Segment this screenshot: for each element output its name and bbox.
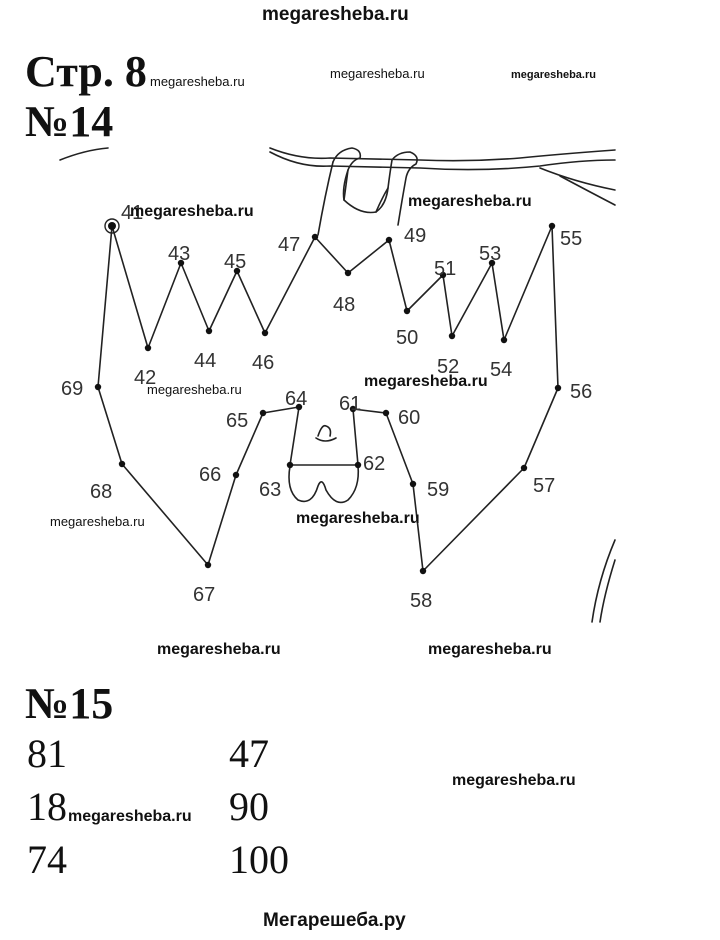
dot-label-46: 46 <box>252 352 274 374</box>
dot-label-42: 42 <box>134 367 156 389</box>
dot-label-69: 69 <box>61 378 83 400</box>
dot-label-47: 47 <box>278 234 300 256</box>
dot-44 <box>205 327 213 335</box>
dot-68 <box>118 460 126 468</box>
connected-dot-outline <box>97 225 559 572</box>
answer-left-1: 81 <box>27 731 67 776</box>
bat-sketch <box>59 147 616 623</box>
dot-50 <box>403 307 411 315</box>
dot-label-44: 44 <box>194 350 216 372</box>
answer-left-3: 74 <box>27 837 67 882</box>
dot-52 <box>448 332 456 340</box>
dot-label-64: 64 <box>285 388 307 410</box>
dot-48 <box>344 269 352 277</box>
dot-66 <box>232 471 240 479</box>
answer-right-1: 47 <box>229 731 269 776</box>
dot-label-67: 67 <box>193 584 215 606</box>
dot-60 <box>382 409 390 417</box>
dot-55 <box>548 222 556 230</box>
watermark-after-page: megaresheba.ru <box>150 74 245 89</box>
dot-label-55: 55 <box>560 228 582 250</box>
dot-label-48: 48 <box>333 294 355 316</box>
task-15-number: №15 <box>25 679 114 728</box>
dot-41 <box>108 222 116 230</box>
watermark-below-figure-left: megaresheba.ru <box>157 641 281 658</box>
dot-43 <box>177 259 185 267</box>
watermark-figure-upper-left: megaresheba.ru <box>130 203 254 220</box>
dot-label-61: 61 <box>339 393 361 415</box>
dot-57 <box>520 464 528 472</box>
dot-59 <box>409 480 417 488</box>
dot-label-53: 53 <box>479 243 501 265</box>
watermark-answers-right: megaresheba.ru <box>452 772 576 789</box>
watermark-answers-overlap: megaresheba.ru <box>68 808 192 825</box>
dot-56 <box>554 384 562 392</box>
dot-label-57: 57 <box>533 475 555 497</box>
dot-67 <box>204 561 212 569</box>
dot-54 <box>500 336 508 344</box>
dot-label-58: 58 <box>410 590 432 612</box>
watermark-figure-upper-right: megaresheba.ru <box>408 193 532 210</box>
dot-label-59: 59 <box>427 479 449 501</box>
dot-label-43: 43 <box>168 243 190 265</box>
dot-62 <box>354 461 362 469</box>
dot-label-63: 63 <box>259 479 281 501</box>
dot-46 <box>261 329 269 337</box>
dot-label-68: 68 <box>90 481 112 503</box>
dot-label-50: 50 <box>396 327 418 349</box>
dot-label-60: 60 <box>398 407 420 429</box>
dot-path <box>97 225 559 572</box>
dot-45 <box>233 267 241 275</box>
watermark-figure-mid-left: megaresheba.ru <box>147 382 242 397</box>
dot-64 <box>295 403 303 411</box>
dot-markers <box>94 218 562 575</box>
dot-47 <box>311 233 319 241</box>
dot-65 <box>259 409 267 417</box>
dot-label-65: 65 <box>226 410 248 432</box>
watermark-top: megaresheba.ru <box>262 4 409 25</box>
dot-label-52: 52 <box>437 356 459 378</box>
dot-label-66: 66 <box>199 464 221 486</box>
start-dot-ring <box>104 218 120 234</box>
answer-left-2: 18 <box>27 784 67 829</box>
watermark-below-figure-right: megaresheba.ru <box>428 641 552 658</box>
dot-42 <box>144 344 152 352</box>
dot-label-62: 62 <box>363 453 385 475</box>
task-14-number: №14 <box>25 97 114 146</box>
dot-58 <box>419 567 427 575</box>
answer-right-2: 90 <box>229 784 269 829</box>
dot-51 <box>439 271 447 279</box>
dot-69 <box>94 383 102 391</box>
page-label: Стр. 8 <box>25 47 147 96</box>
dot-label-45: 45 <box>224 251 246 273</box>
dot-49 <box>385 236 393 244</box>
watermark-figure-lower-left: megaresheba.ru <box>50 514 145 529</box>
dot-61 <box>349 405 357 413</box>
footer-site-name: Мегарешеба.ру <box>263 910 406 931</box>
watermark-header-right: megaresheba.ru <box>511 69 596 81</box>
dot-label-51: 51 <box>434 258 456 280</box>
dot-label-56: 56 <box>570 381 592 403</box>
bat-connect-the-dots-figure: 41 42 43 44 45 46 47 48 49 50 51 52 53 54 55 56 57 58 59 60… <box>59 147 616 623</box>
answer-right-3: 100 <box>229 837 289 882</box>
dot-label-41: 41 <box>121 202 143 224</box>
watermark-figure-lower-mid: megaresheba.ru <box>296 510 420 527</box>
dot-label-49: 49 <box>404 225 426 247</box>
dot-53 <box>488 259 496 267</box>
dot-label-54: 54 <box>490 359 512 381</box>
watermark-figure-mid-right: megaresheba.ru <box>364 373 488 390</box>
dot-63 <box>286 461 294 469</box>
watermark-header-mid: megaresheba.ru <box>330 66 425 81</box>
